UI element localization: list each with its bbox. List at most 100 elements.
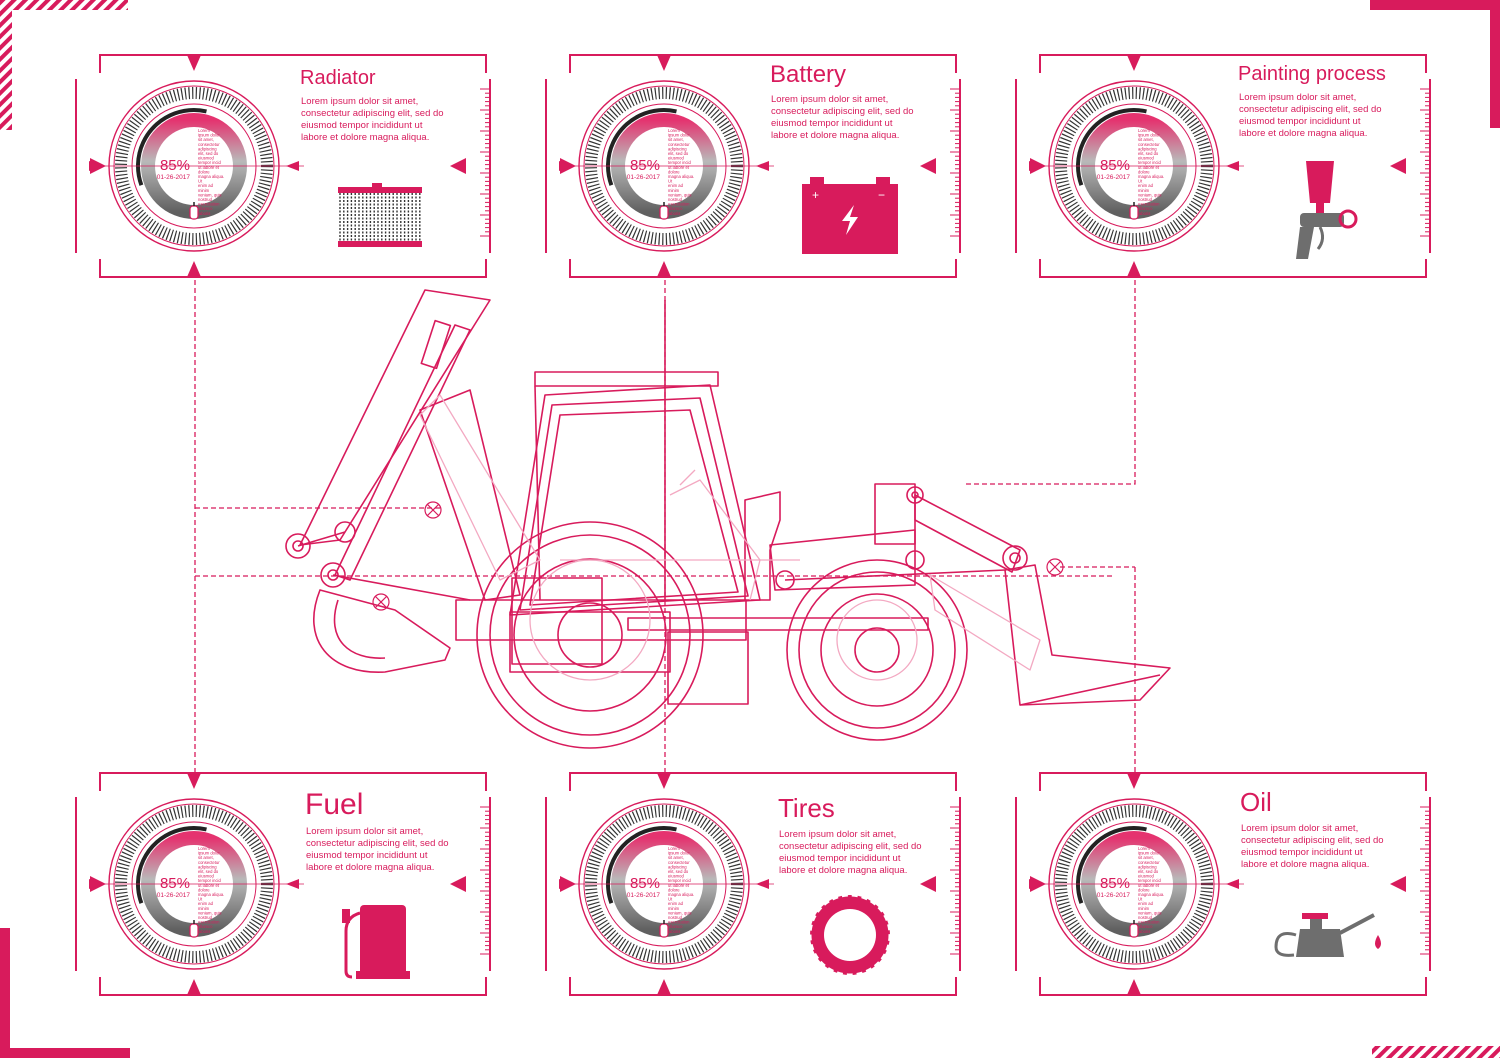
radiator-icon — [338, 183, 422, 247]
backhoe-loader-drawing — [285, 289, 1171, 749]
panel-description-line: labore et dolore magna aliqua. — [301, 132, 429, 143]
gauge-note-line: adipiscing — [1138, 146, 1157, 151]
gauge-note-line: eiusmod — [668, 156, 684, 161]
gauge-note-line: ipsum dolor — [1138, 851, 1160, 856]
svg-text:+: + — [812, 188, 819, 202]
gauge-note-line: exercitation — [198, 202, 220, 207]
gauge-note-line: Ut — [198, 179, 203, 184]
panel-description-line: eiusmod tempor incididunt ut — [301, 120, 423, 131]
gauge-note-line: consectetur — [198, 142, 220, 147]
gauge-note-line: dolore — [1138, 887, 1150, 892]
gauge-note-line: minim — [198, 906, 210, 911]
gauge-note-line: sit amet, — [668, 137, 684, 142]
corner-bar-bottom — [0, 1048, 130, 1058]
panel-title: Radiator — [300, 67, 376, 89]
gauge-note-line: enim ad — [198, 901, 214, 906]
gauge-note-line: magna aliqua. — [1138, 174, 1164, 179]
panel-description: Lorem ipsum dolor sit amet,consectetur a… — [779, 829, 922, 876]
gauge-note-line: Lorem — [198, 128, 210, 133]
panel-description: Lorem ipsum dolor sit amet,consectetur a… — [771, 94, 914, 141]
gauge-note-line: elit, sed do — [668, 151, 689, 156]
gauge-note-line: Lorem — [1138, 846, 1150, 851]
panel-description: Lorem ipsum dolor sit amet,consectetur a… — [301, 96, 444, 143]
gauge-note-line: dolore — [198, 887, 210, 892]
panel-title: Fuel — [305, 788, 363, 821]
gauge-note-line: sit amet, — [1138, 137, 1154, 142]
gauge-note-line: elit, sed do — [198, 151, 219, 156]
gauge-note-line: minim — [1138, 906, 1150, 911]
gauge-note-line: Ut — [198, 897, 203, 902]
gauge-note-line: sit amet, — [1138, 855, 1154, 860]
gauge-date: 01-26-2017 — [627, 174, 661, 181]
gauge-note-line: minim — [1138, 188, 1150, 193]
gauge-date: 01-26-2017 — [157, 174, 191, 181]
gauge-percent: 85% — [630, 875, 660, 892]
gauge-percent: 85% — [1100, 875, 1130, 892]
gauge-note-line: ut labore et — [1138, 883, 1160, 888]
panel-description-line: Lorem ipsum dolor sit amet, — [1239, 92, 1356, 103]
gauge-note-line: magna aliqua. — [198, 892, 224, 897]
gauge-note-line: tempor incid — [1138, 160, 1161, 165]
gauge-note-line: dolore — [198, 169, 210, 174]
gauge-percent: 85% — [630, 157, 660, 174]
spray-gun-icon — [1296, 161, 1358, 259]
gauge-note-line: minim — [668, 188, 680, 193]
gauge-note-line: minim — [198, 188, 210, 193]
gauge-note-line: sit amet, — [198, 855, 214, 860]
gauge-note-line: nostrud — [668, 197, 683, 202]
gauge-note-line: consectetur — [668, 860, 690, 865]
gauge-note-line: ullamco — [668, 206, 683, 211]
gauge-note-line: ipsum dolor — [668, 133, 690, 138]
gauge-date: 01-26-2017 — [627, 892, 661, 899]
gauge-note-line: Lorem — [1138, 128, 1150, 133]
panel-title: Battery — [770, 61, 846, 88]
gauge-note-line: enim ad — [668, 183, 684, 188]
gauge-note-line: eiusmod — [1138, 874, 1154, 879]
panel-description-line: labore et dolore magna aliqua. — [306, 862, 434, 873]
gauge-note-line: nostrud — [668, 915, 683, 920]
gauge-note-line: eiusmod — [198, 874, 214, 879]
corner-bar-right — [1490, 0, 1500, 128]
gauge-note-line: ut labore et — [198, 883, 220, 888]
gauge-note-line: Ut — [1138, 897, 1143, 902]
gauge-note-line: enim ad — [668, 901, 684, 906]
gauge-note-line: elit, sed do — [198, 869, 219, 874]
gauge-note-line: laboris — [668, 211, 680, 216]
gauge-note-line: nostrud — [1138, 197, 1153, 202]
gauge-note-line: Ut — [668, 179, 673, 184]
gauge-note-line: tempor incid — [668, 160, 691, 165]
gauge-note-line: Ut — [1138, 179, 1143, 184]
gauge-note-line: eiusmod — [198, 156, 214, 161]
gauge-note-line: tempor incid — [1138, 878, 1161, 883]
gauge-note-line: magna aliqua. — [668, 174, 694, 179]
gauge-note-line: ipsum dolor — [198, 133, 220, 138]
gauge-note-line: eiusmod — [1138, 156, 1154, 161]
battery-icon: +− — [802, 177, 898, 254]
gauge-note-line: ut labore et — [668, 165, 690, 170]
gauge-note-line: tempor incid — [198, 160, 221, 165]
gauge-note-line: ut labore et — [1138, 165, 1160, 170]
panel-description-line: consectetur adipiscing elit, sed do — [771, 106, 914, 117]
gauge-note-line: veniam, quis — [1138, 192, 1162, 197]
gauge-note-line: exercitation — [1138, 920, 1160, 925]
gauge-note-line: adipiscing — [198, 146, 217, 151]
fuel-pump-icon — [342, 905, 410, 979]
gauge-note-line: adipiscing — [1138, 864, 1157, 869]
gauge-note-line: laboris — [1138, 929, 1150, 934]
panel-description-line: consectetur adipiscing elit, sed do — [306, 838, 449, 849]
gauge-note-line: ipsum dolor — [198, 851, 220, 856]
gauge-note-line: Ut — [668, 897, 673, 902]
panel-title: Tires — [778, 793, 835, 823]
